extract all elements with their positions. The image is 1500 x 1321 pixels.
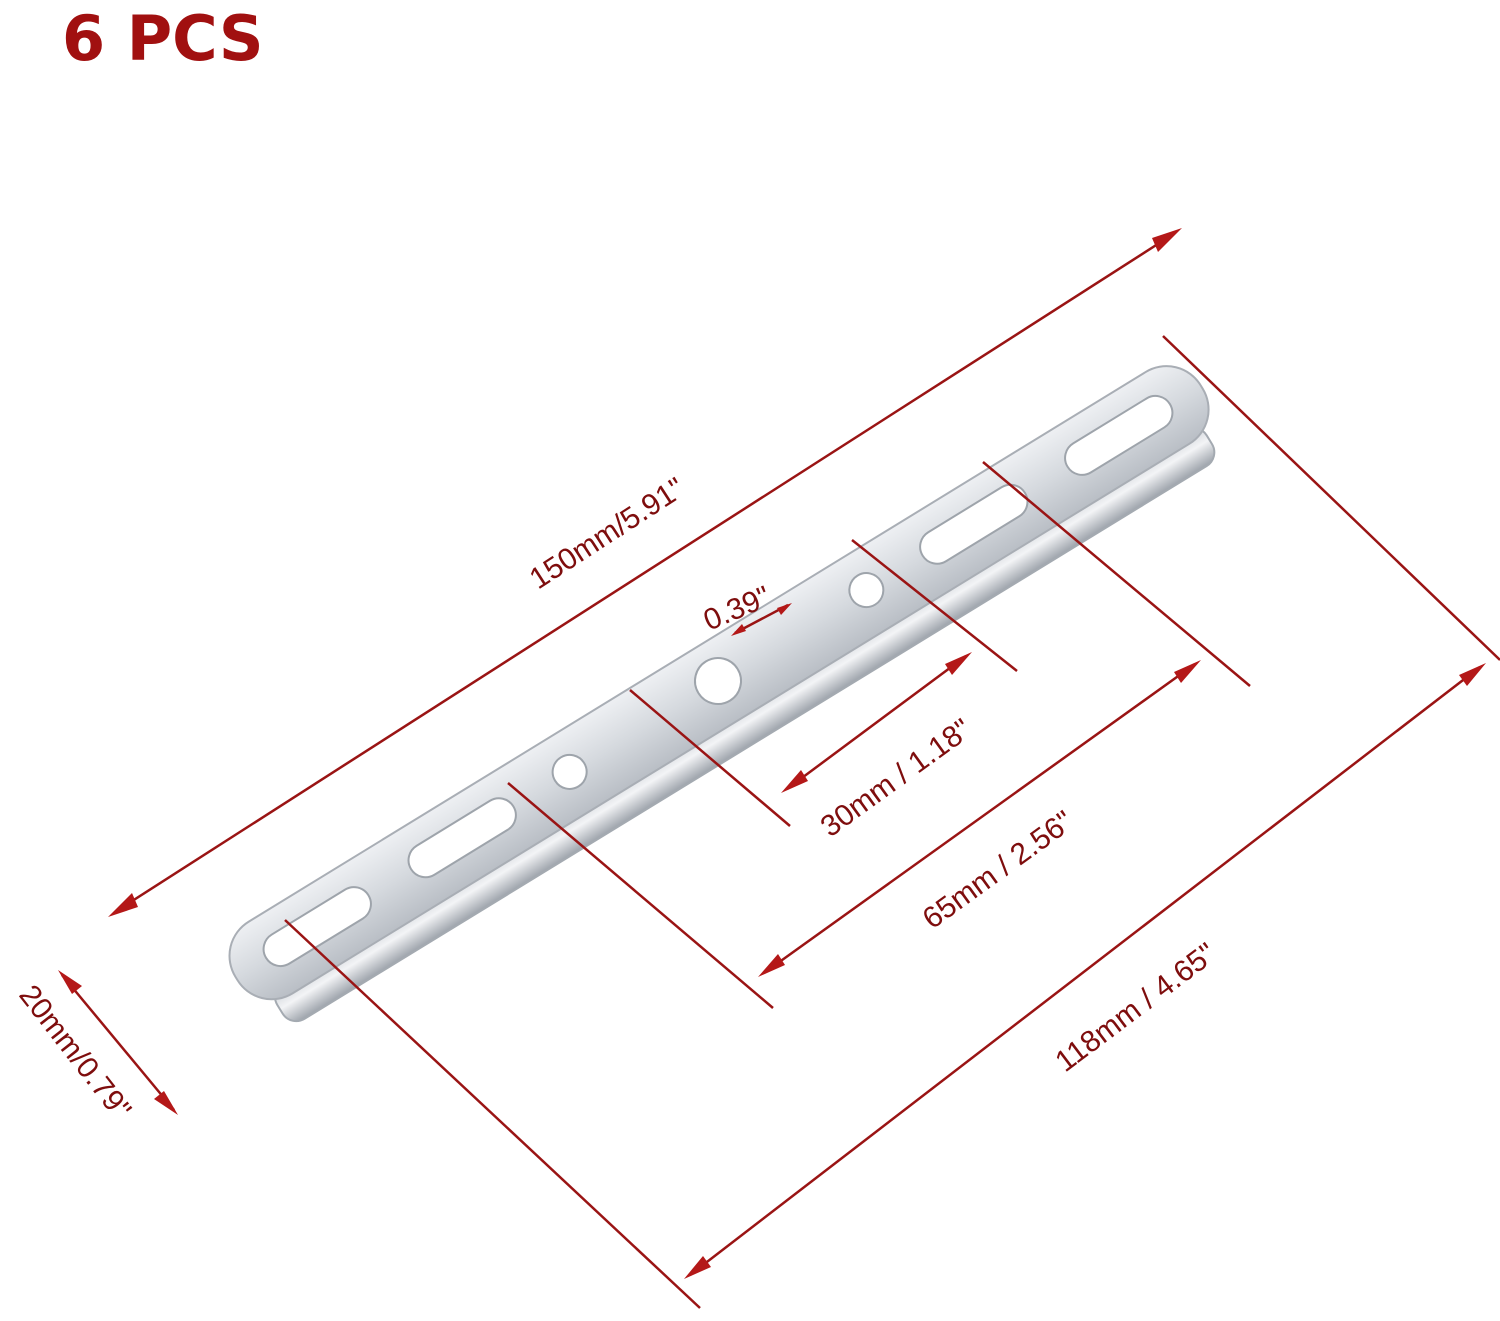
round-hole-2 [848, 572, 885, 609]
small-hole-spacing-label: 30mm / 1.18" [815, 713, 978, 844]
overall-length-label: 150mm/5.91" [524, 472, 691, 596]
metal-bracket-illustration [228, 365, 1216, 1023]
round-hole-center [694, 657, 742, 705]
slot-hole-3 [919, 483, 1029, 565]
quantity-label: 6 PCS [62, 2, 263, 75]
width-label: 20mm/0.79" [12, 979, 137, 1126]
middle-slot-spacing-label: 65mm / 2.56" [917, 805, 1080, 936]
slot-hole-2 [407, 797, 517, 879]
round-hole-1 [551, 753, 588, 790]
outer-slot-spacing-label: 118mm / 4.65" [1049, 937, 1222, 1079]
slot-hole-1 [262, 886, 372, 968]
dimension-lines [58, 228, 1500, 1309]
slot-hole-4 [1064, 394, 1174, 476]
